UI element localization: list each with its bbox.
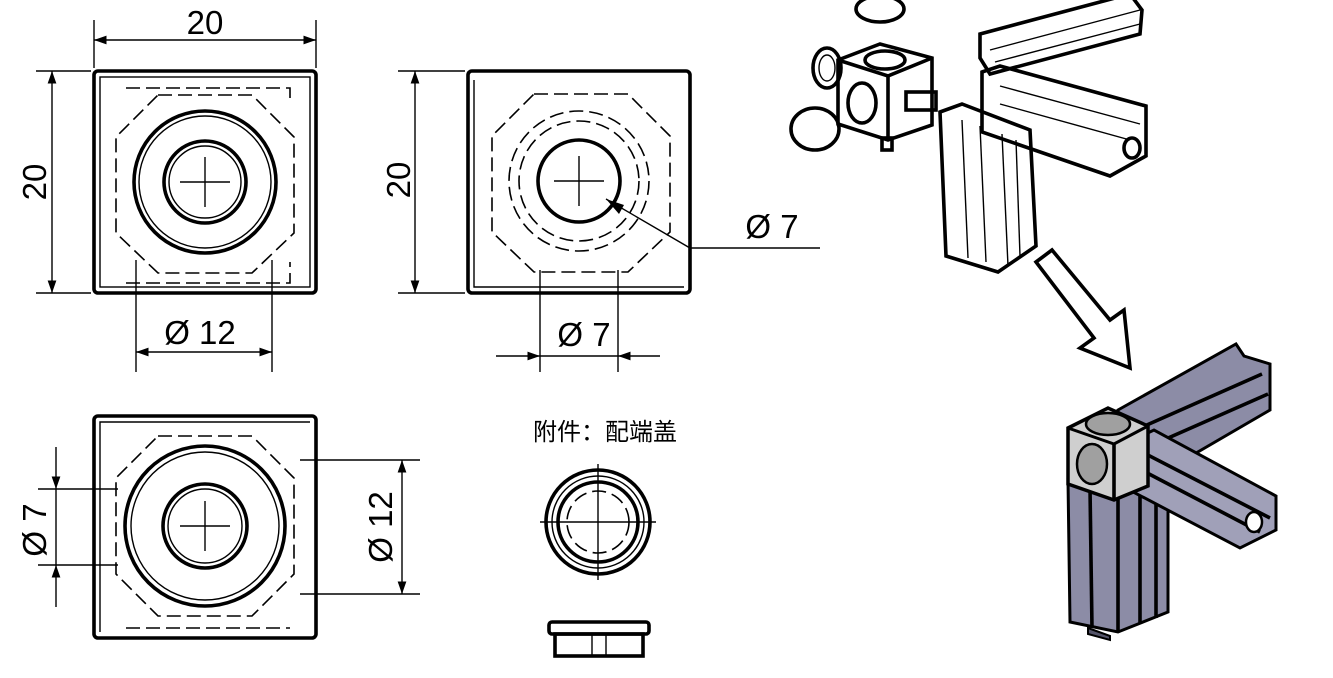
front-height-label: 20: [16, 164, 53, 201]
assembled-cube-top-cap: [1084, 411, 1132, 437]
top-view-ring-inner: [130, 451, 280, 601]
exploded-cap-top: [854, 0, 906, 24]
assembled-cube-front-cap: [1075, 442, 1109, 486]
exploded-profile-vertical: [938, 102, 1038, 274]
assembled-right-core: [1244, 510, 1264, 534]
top-view-bore-inner: [167, 488, 243, 564]
exploded-assembly: [789, 0, 1148, 274]
top-view-hidden-octagon: [115, 435, 295, 617]
accessory-caption: 附件：配端盖: [533, 418, 677, 446]
top-left-dia-label: Ø 7: [16, 503, 53, 556]
top-view-inner-edge: [99, 421, 310, 632]
side-view-bore: [536, 138, 622, 224]
exploded-profile-right-groove-1: [999, 85, 1141, 125]
exploded-profile-upper: [978, 0, 1144, 77]
side-leader-label: Ø 7: [745, 208, 798, 245]
exploded-cube-front-hole: [846, 81, 878, 125]
exploded-profile-right: [980, 64, 1148, 178]
assembled-upper-groove-1: [1139, 372, 1263, 430]
top-view-outer-ring: [123, 444, 287, 608]
front-view-bore: [162, 139, 248, 225]
exploded-cube-top-hole: [863, 49, 907, 71]
exploded-cap-left-inner: [818, 54, 836, 82]
end-cap-side-body: [553, 632, 645, 658]
side-dia-label: Ø 7: [557, 316, 610, 353]
accessory-end-cap: 附件：配端盖: [533, 418, 677, 658]
front-view-hidden-octagon: [115, 94, 295, 274]
assembled-corner: [1066, 342, 1278, 642]
assembly-direction-arrow: [1033, 247, 1133, 371]
assembled-right-groove-2: [1141, 450, 1271, 520]
front-view-hidden-slot: [126, 87, 291, 104]
exploded-profile-upper-groove-1: [989, 9, 1141, 51]
assembled-vertical-groove-1: [1088, 487, 1094, 629]
front-width-label: 20: [187, 4, 224, 41]
front-dia-label: Ø 12: [164, 314, 236, 351]
front-view-ring-inner: [138, 115, 272, 249]
exploded-cap-front: [789, 106, 841, 152]
assembled-right-groove-1: [1129, 462, 1261, 534]
exploded-cube: [836, 42, 934, 142]
exploded-cube-pin: [904, 90, 938, 112]
exploded-cap-left: [811, 46, 843, 90]
front-view: 20 20 Ø 12: [16, 4, 318, 372]
side-leader-arrow: [606, 199, 624, 214]
side-view-outline: [466, 69, 692, 295]
side-view-hidden-ring-inner: [518, 120, 640, 242]
exploded-cube-top-edge: [837, 56, 933, 78]
exploded-profile-upper-groove-2: [994, 23, 1141, 63]
exploded-cube-pin-bottom: [880, 136, 894, 152]
top-view: Ø 7 Ø 12: [16, 414, 420, 640]
side-height-label: 20: [380, 162, 417, 199]
front-view-bore-inner: [168, 145, 242, 219]
side-view-hidden-ring: [508, 110, 650, 252]
exploded-profile-vertical-groove-2: [979, 125, 987, 263]
side-view-hidden-octagon: [491, 93, 671, 273]
front-view-outer-ring: [132, 109, 278, 255]
assembled-vertical-foot: [1087, 626, 1111, 642]
side-leader-line: [605, 198, 820, 249]
exploded-profile-right-core: [1122, 136, 1142, 160]
front-view-outline: [92, 69, 318, 295]
front-view-inner-edge: [99, 76, 311, 288]
front-view-hidden-slot-bottom: [126, 262, 291, 284]
top-right-dia-label: Ø 12: [362, 491, 399, 563]
top-view-outline: [92, 414, 318, 640]
exploded-profile-vertical-groove-1: [961, 119, 969, 259]
exploded-profile-right-groove-2: [999, 103, 1131, 141]
side-view: Ø 7 20 Ø 7: [380, 69, 820, 372]
exploded-profile-vertical-groove-4: [1015, 139, 1021, 257]
side-view-inner-edge: [473, 80, 684, 288]
exploded-profile-vertical-groove-3: [1001, 133, 1009, 267]
top-view-bore: [161, 482, 249, 570]
